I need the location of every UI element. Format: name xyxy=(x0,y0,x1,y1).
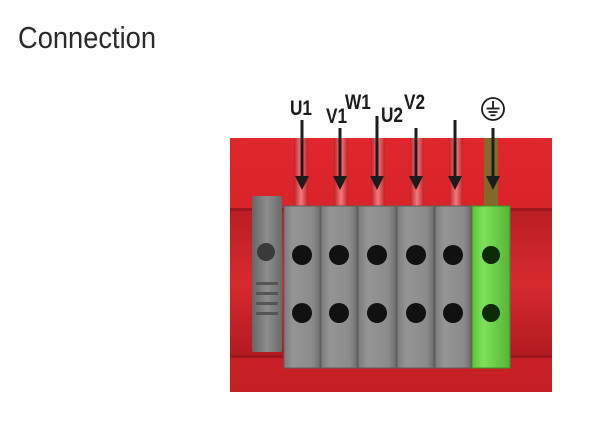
arrow-v2 xyxy=(448,120,462,190)
terminal-ground-bottom-hole xyxy=(482,304,500,322)
connection-arrows xyxy=(295,116,500,190)
wire-ground xyxy=(484,138,498,208)
end-clamp xyxy=(252,196,282,352)
terminal-u1-body xyxy=(283,205,321,369)
terminal-u2 xyxy=(396,205,435,369)
terminal-v2 xyxy=(434,205,472,369)
terminal-v2-top-hole xyxy=(443,245,463,265)
terminal-u1-top-hole xyxy=(292,245,312,265)
arrow-w1 xyxy=(370,116,384,190)
terminal-u1 xyxy=(283,205,321,369)
terminal-u2-top-hole xyxy=(406,245,426,265)
terminal-v1 xyxy=(320,205,358,369)
arrow-u1 xyxy=(295,120,309,190)
end-clamp-rib-2 xyxy=(256,292,278,295)
label-v2: V2 xyxy=(404,91,426,114)
arrow-v1 xyxy=(333,128,347,190)
terminal-u1-bottom-hole xyxy=(292,303,312,323)
terminal-w1-top-hole xyxy=(367,245,387,265)
arrow-u2 xyxy=(409,128,423,190)
ground-earth-icon xyxy=(481,97,505,121)
terminal-v1-top-hole xyxy=(329,245,349,265)
terminal-w1 xyxy=(357,205,397,369)
terminal-w1-bottom-hole xyxy=(367,303,387,323)
terminal-u2-bottom-hole xyxy=(406,303,426,323)
terminal-v1-body xyxy=(320,205,358,369)
terminal-blocks xyxy=(283,205,511,369)
terminal-v2-body xyxy=(434,205,472,369)
end-clamp-rib-4 xyxy=(256,312,278,315)
terminal-ground-body xyxy=(471,205,511,369)
label-v1: V1 xyxy=(326,105,348,128)
label-u1: U1 xyxy=(290,97,313,120)
terminal-ground xyxy=(471,205,511,369)
end-clamp-rib-3 xyxy=(256,302,278,305)
label-u2: U2 xyxy=(381,104,404,127)
terminal-ground-top-hole xyxy=(482,246,500,264)
terminal-u2-body xyxy=(396,205,435,369)
terminal-v2-bottom-hole xyxy=(443,303,463,323)
end-clamp-rib-1 xyxy=(256,282,278,285)
arrow-ground xyxy=(486,128,500,190)
terminal-v1-bottom-hole xyxy=(329,303,349,323)
terminal-w1-body xyxy=(357,205,397,369)
label-w1: W1 xyxy=(345,91,371,114)
page-title: Connection xyxy=(18,20,157,55)
end-clamp-body xyxy=(252,196,282,352)
end-clamp-screw xyxy=(257,243,275,261)
